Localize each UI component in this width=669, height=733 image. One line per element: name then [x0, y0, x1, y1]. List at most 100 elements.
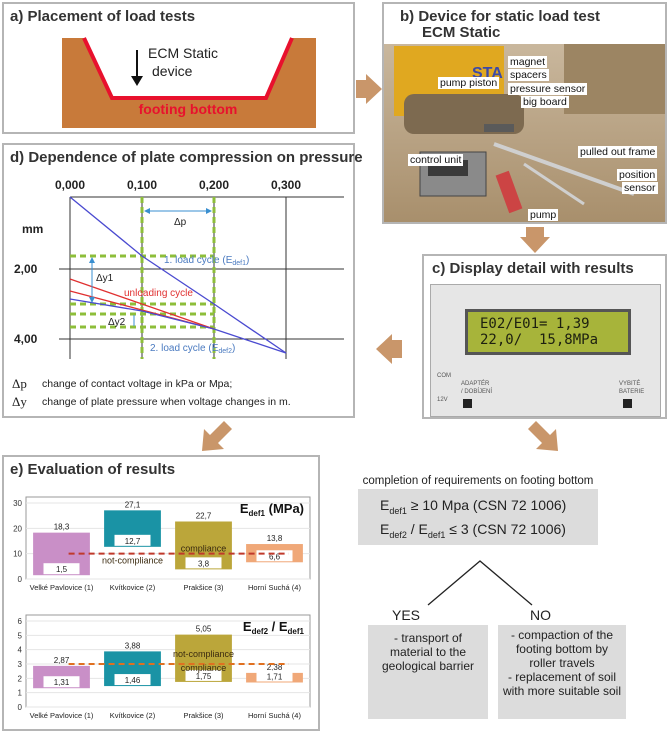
chart0-min-label-3: 6,6	[269, 552, 281, 561]
arrow-down-icon	[520, 227, 550, 253]
chart1-category-1: Kvítkovice (2)	[110, 711, 156, 720]
chart1-min-label-2: 1,75	[196, 672, 212, 681]
arrow-left-icon	[376, 334, 402, 364]
no-label: NO	[530, 607, 551, 623]
chart0-min-label-0: 1,5	[56, 565, 68, 574]
footing-label: footing bottom	[139, 101, 238, 117]
chart1-min-label-bg-2	[185, 669, 222, 681]
label-pressure-sensor: pressure sensor	[508, 83, 588, 95]
arrow-down-left-icon	[202, 421, 232, 451]
yes-box: - transport of material to the geologica…	[368, 625, 488, 719]
branch-lines	[427, 560, 533, 606]
chart1-y-tick-6: 6	[18, 617, 23, 626]
no-text-1: - compaction of the footing bottom by ro…	[510, 628, 614, 670]
chart1-category-3: Horní Suchá (4)	[248, 711, 301, 720]
label-pulled-out-frame: pulled out frame	[578, 146, 658, 158]
panel-d-title: d) Dependence of plate compression on pr…	[10, 149, 363, 166]
chart0-min-label-2: 3,8	[198, 559, 210, 568]
label-sensor: sensor	[622, 182, 658, 194]
delta-y2-label: Δy2	[108, 317, 126, 328]
chart0-y-tick-2: 20	[13, 524, 22, 533]
load-cycle-1-label: 1. load cycle (Edef1)	[164, 255, 249, 267]
chart0-max-label-2: 22,7	[196, 511, 212, 520]
chart0-title: Edef1 (MPa)	[240, 501, 304, 518]
y-tick-2: 2,00	[14, 262, 38, 276]
legend-dy-text: change of plate pressure when voltage ch…	[42, 396, 291, 408]
panel-placement: a) Placement of load tests ECM Static de…	[2, 2, 355, 134]
chart0-category-1: Kvítkovice (2)	[110, 583, 156, 592]
chart1-max-label-1: 3,88	[125, 641, 141, 650]
chart1-y-tick-0: 0	[18, 703, 23, 712]
chart0-min-label-bg-0	[43, 563, 80, 575]
lcd-line-1: E02/E01= 1,39	[480, 316, 590, 332]
chart1-min-label-1: 1,46	[125, 676, 141, 685]
chart1-category-0: Velké Pavlovice (1)	[30, 711, 94, 720]
label-magnet: magnet	[508, 56, 548, 68]
chart0-max-label-0: 18,3	[54, 523, 70, 532]
device-label-2: device	[152, 63, 193, 79]
panel-a-title: a) Placement of load tests	[10, 8, 196, 25]
chart1-not-compliance-label: not-compliance	[173, 649, 234, 659]
legend-dp-sym: Δp	[12, 376, 27, 391]
y-unit: mm	[22, 222, 43, 236]
chart0-y-tick-1: 10	[13, 550, 22, 559]
x-tick-3: 0,300	[271, 178, 301, 192]
pump-device	[495, 170, 523, 214]
delta-p-head-r	[206, 208, 212, 214]
label-pump: pump	[528, 209, 559, 221]
arrow-down-right-icon	[528, 421, 558, 451]
requirements-heading: completion of requirements on footing bo…	[362, 475, 594, 487]
soil-shape	[62, 38, 316, 128]
unloading-line-1	[69, 278, 215, 330]
delta-y1-label: Δy1	[96, 273, 114, 284]
chart0-max-label-3: 13,8	[267, 534, 283, 543]
panel-c-title: c) Display detail with results	[432, 260, 634, 277]
panel-compression: d) Dependence of plate compression on pr…	[2, 143, 363, 418]
chart1-frame	[25, 614, 311, 708]
requirement-line-2: Edef2 / Edef1 ≤ 3 (CSN 72 1006)	[380, 521, 566, 540]
legend-dp-text: change of contact voltage in kPa or Mpa;	[42, 378, 233, 390]
x-tick-2: 0,200	[199, 178, 229, 192]
decision-branches	[427, 560, 533, 606]
chart1-max-label-0: 2,87	[54, 656, 70, 665]
panel-b-title-1: b) Device for static load test	[400, 8, 601, 25]
chart0-min-label-bg-1	[114, 534, 151, 546]
chart1-compliance-label: compliance	[181, 663, 227, 673]
chart0-y-tick-0: 0	[18, 575, 23, 584]
panel-e-title: e) Evaluation of results	[10, 461, 176, 478]
battery-label-2: BATERIE	[619, 389, 645, 395]
adapter-socket[interactable]	[463, 399, 472, 408]
chart1-min-label-bg-0	[43, 676, 80, 688]
device-face: E02/E01= 1,39 22,0/ 15,8MPa COM 12V ADAP…	[430, 284, 661, 417]
label-big-board: big board	[521, 96, 569, 108]
legend-dy-sym: Δy	[12, 394, 27, 409]
yes-text: - transport of material to the geologica…	[381, 631, 475, 673]
chart1-min-label-bg-3	[256, 670, 293, 682]
yes-label: YES	[392, 607, 421, 623]
delta-y1-head-b	[89, 297, 95, 303]
load-cycle-2-line	[69, 298, 287, 354]
chart1-min-label-bg-1	[114, 674, 151, 686]
x-tick-1: 0,100	[127, 178, 157, 192]
chart1-y-tick-1: 1	[18, 689, 23, 698]
down-arrow-head	[131, 76, 143, 86]
footing-outline	[82, 37, 294, 100]
arrow-right-icon	[356, 74, 382, 104]
panel-device: b) Device for static load test ECM Stati…	[382, 2, 667, 224]
label-pump-piston: pump piston	[438, 77, 500, 89]
chart0-y-tick-3: 30	[13, 499, 22, 508]
battery-label-1: VYBITÉ	[619, 381, 641, 387]
panel-b-title-2: ECM Static	[422, 24, 501, 41]
chart0-min-label-bg-3	[256, 550, 293, 562]
footing-diagram: ECM Static device footing bottom	[62, 37, 316, 128]
delta-p-head-l	[144, 208, 150, 214]
requirement-line-1: Edef1 ≥ 10 Mpa (CSN 72 1006)	[380, 497, 567, 516]
chart1-min-label-0: 1,31	[54, 678, 70, 687]
chart0-category-3: Horní Suchá (4)	[248, 583, 301, 592]
chart0-max-label-1: 27,1	[125, 500, 141, 509]
board-plate	[484, 124, 514, 132]
chart1-y-tick-4: 4	[18, 646, 23, 655]
chart0-compliance-label: compliance	[181, 544, 227, 554]
